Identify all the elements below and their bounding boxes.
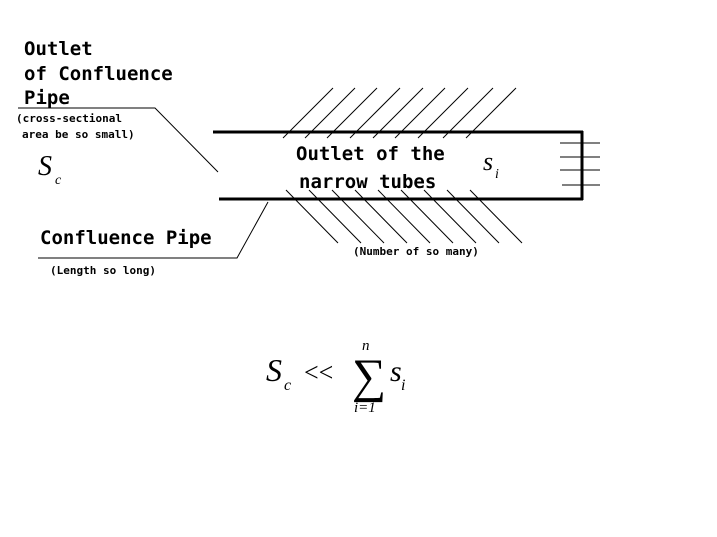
narrow-tube-line	[282, 87, 334, 139]
narrow-tubes-bottom	[285, 189, 523, 244]
leader-lines	[18, 107, 269, 259]
sc-symbol: S	[38, 151, 52, 182]
narrow-tube-line	[417, 87, 469, 139]
narrow-tube-line	[446, 189, 500, 244]
narrow-tube-line	[469, 189, 523, 244]
sc-subscript: c	[55, 173, 62, 188]
outlet-confluence-label: Outlet	[24, 38, 93, 60]
sum-symbol: ∑	[352, 350, 386, 403]
narrow-tube-line	[326, 87, 378, 139]
formula-term-subscript: i	[401, 377, 405, 394]
narrow-tubes-label: narrow tubes	[299, 171, 436, 193]
narrow-tube-line	[394, 87, 446, 139]
confluence-pipe-label: Confluence Pipe	[40, 227, 212, 249]
narrow-tube-line	[349, 87, 401, 139]
confluence-leader-line	[38, 201, 269, 259]
formula-relation: <<	[304, 358, 333, 387]
length-note: (Length so long)	[50, 264, 156, 277]
formula-lhs-subscript: c	[284, 377, 291, 394]
narrow-tube-line	[285, 189, 339, 244]
si-subscript: i	[495, 167, 499, 182]
sum-upper-limit: n	[362, 338, 370, 354]
formula: S c << ∑ n i=1 s i	[266, 338, 405, 416]
outlet-confluence-label: Pipe	[24, 87, 70, 109]
si-symbol: s	[483, 147, 493, 176]
narrow-tube-line	[331, 189, 385, 244]
narrow-tube-line	[442, 87, 494, 139]
narrow-tubes-label: Outlet of the	[296, 143, 445, 165]
narrow-tube-line	[400, 189, 454, 244]
narrow-tubes-right	[560, 142, 600, 186]
sum-lower-limit: i=1	[354, 400, 376, 416]
formula-lhs: S	[266, 352, 282, 388]
narrow-tube-line	[304, 87, 356, 139]
formula-term: s	[390, 355, 402, 388]
narrow-tube-line	[465, 87, 517, 139]
narrow-tube-line	[377, 189, 431, 244]
cross-section-note: (cross-sectional	[16, 112, 122, 125]
number-note: (Number of so many)	[353, 245, 479, 258]
narrow-tube-line	[423, 189, 477, 244]
narrow-tubes-top	[282, 87, 517, 139]
narrow-tube-line	[354, 189, 408, 244]
narrow-tube-line	[308, 189, 362, 244]
cross-section-note: area be so small)	[22, 128, 135, 141]
narrow-tube-line	[372, 87, 424, 139]
outlet-confluence-label: of Confluence	[24, 63, 173, 85]
outlet-leader-line	[18, 107, 219, 173]
